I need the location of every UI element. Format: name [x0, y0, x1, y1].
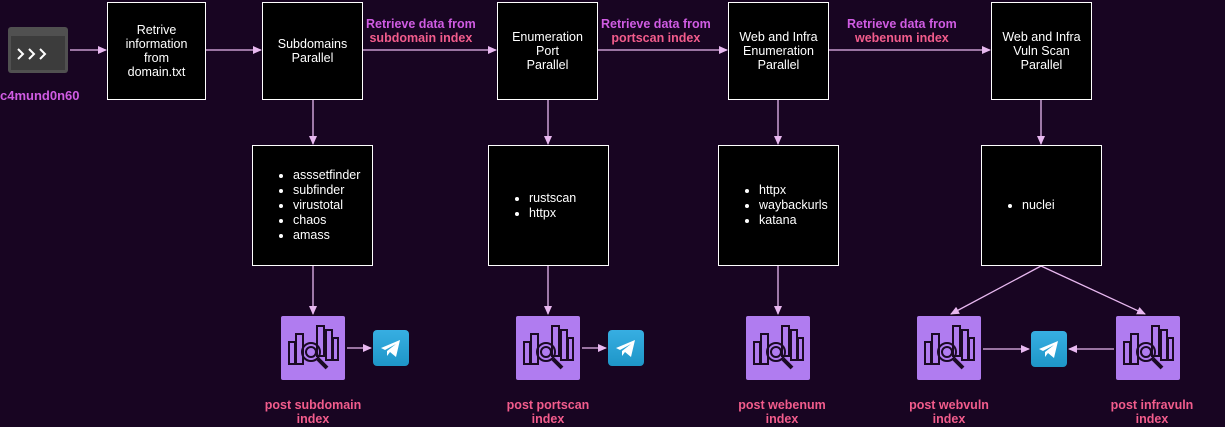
index-label-webvuln-line2: index: [932, 412, 966, 426]
edge-label-subdomain: Retrieve data from subdomain index: [366, 17, 476, 45]
index-label-portscan: post portscan index: [478, 398, 618, 426]
webenum-tools-box: httpx waybackurls katana: [718, 145, 839, 266]
web-infra-vuln-box: Web and Infra Vuln Scan Parallel: [991, 2, 1092, 100]
list-item: asssetfinder: [293, 168, 360, 183]
list-item: httpx: [529, 206, 576, 221]
subdomain-tools-box: asssetfinder subfinder virustotal chaos …: [252, 145, 373, 266]
opensearch-index-icon: [281, 316, 345, 380]
index-label-webvuln-line1: post webvuln: [909, 398, 989, 412]
edge-label-portscan: Retrieve data from portscan index: [601, 17, 711, 45]
opensearch-index-icon: [516, 316, 580, 380]
index-label-infravuln: post infravuln index: [1082, 398, 1222, 426]
terminal-label: c4mund0n60: [0, 88, 80, 103]
vuln-tools-list: nuclei: [982, 198, 1055, 213]
index-label-webvuln: post webvuln index: [879, 398, 1019, 426]
index-label-webenum-line2: index: [765, 412, 799, 426]
edge-label-webenum: Retrieve data from webenum index: [847, 17, 957, 45]
edge-label-webenum-line1: Retrieve data from: [847, 17, 957, 31]
arrow-nuclei-to-webvuln: [950, 265, 1042, 315]
vuln-tools-box: nuclei: [981, 145, 1102, 266]
list-item: virustotal: [293, 198, 360, 213]
retrieve-domains-box: Retrive information from domain.txt: [107, 2, 206, 100]
subdomain-tools-list: asssetfinder subfinder virustotal chaos …: [253, 168, 360, 243]
opensearch-index-icon: [746, 316, 810, 380]
list-item: subfinder: [293, 183, 360, 198]
list-item: chaos: [293, 213, 360, 228]
edge-label-portscan-line2: portscan index: [611, 31, 701, 45]
edge-label-portscan-line1: Retrieve data from: [601, 17, 711, 31]
portscan-tools-box: rustscan httpx: [488, 145, 609, 266]
web-infra-enum-box: Web and Infra Enumeration Parallel: [728, 2, 829, 100]
edge-label-subdomain-line1: Retrieve data from: [366, 17, 476, 31]
terminal-icon: [8, 27, 68, 73]
list-item: httpx: [759, 183, 828, 198]
telegram-icon: [373, 330, 409, 366]
opensearch-index-icon: [917, 316, 981, 380]
list-item: nuclei: [1022, 198, 1055, 213]
index-label-portscan-line1: post portscan: [506, 398, 590, 412]
list-item: katana: [759, 213, 828, 228]
telegram-icon: [1031, 331, 1067, 367]
enumeration-port-box: Enumeration Port Parallel: [497, 2, 598, 100]
list-item: rustscan: [529, 191, 576, 206]
index-label-subdomain-line2: index: [296, 412, 330, 426]
edge-label-webenum-line2: webenum index: [854, 31, 949, 45]
index-label-webenum: post webenum index: [712, 398, 852, 426]
index-label-infravuln-line2: index: [1135, 412, 1169, 426]
list-item: amass: [293, 228, 360, 243]
arrow-nuclei-to-infravuln: [1040, 265, 1146, 315]
index-label-subdomain-line1: post subdomain: [264, 398, 362, 412]
index-label-portscan-line2: index: [531, 412, 565, 426]
index-label-webenum-line1: post webenum: [738, 398, 826, 412]
portscan-tools-list: rustscan httpx: [489, 191, 576, 221]
webenum-tools-list: httpx waybackurls katana: [719, 183, 828, 228]
index-label-infravuln-line1: post infravuln: [1110, 398, 1194, 412]
list-item: waybackurls: [759, 198, 828, 213]
opensearch-index-icon: [1116, 316, 1180, 380]
telegram-icon: [608, 330, 644, 366]
index-label-subdomain: post subdomain index: [243, 398, 383, 426]
subdomains-parallel-box: Subdomains Parallel: [262, 2, 363, 100]
edge-label-subdomain-line2: subdomain index: [369, 31, 473, 45]
